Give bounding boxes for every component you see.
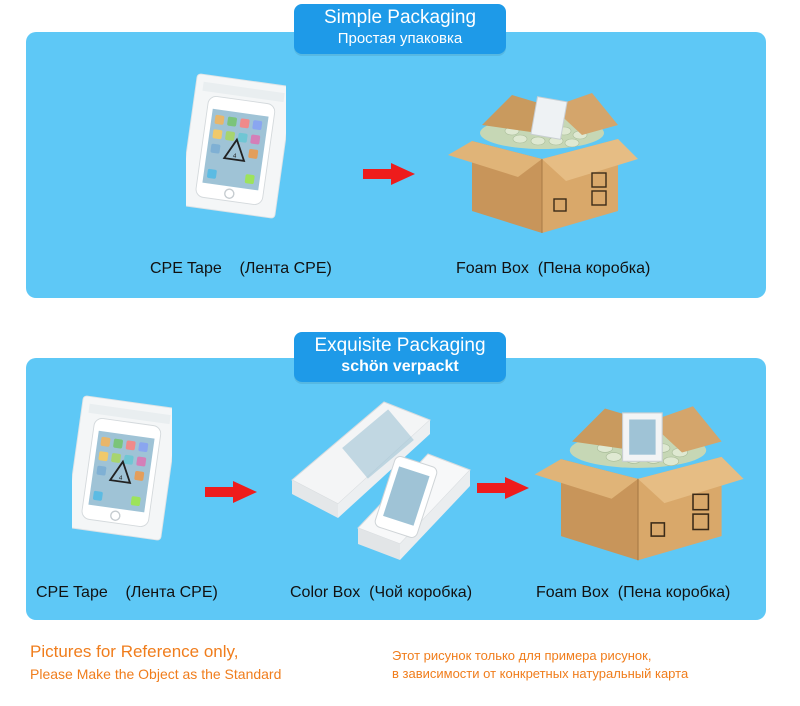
exquisite-title-en: Exquisite Packaging (314, 335, 486, 356)
exquisite-title-de: schön verpackt (341, 358, 459, 375)
foam-box-icon (442, 72, 642, 248)
exquisite-foam-caption: Foam Box (Пена коробка) (536, 584, 731, 601)
simple-packaging-title: Simple Packaging Простая упаковка (294, 4, 506, 54)
foam-box-icon (528, 390, 748, 570)
simple-cpe-caption: CPE Tape (Лента CPE) (150, 260, 332, 277)
phone-in-bag-icon (186, 72, 286, 220)
reference-note-en-body: Please Make the Object as the Standard (30, 666, 282, 682)
color-box-icon (291, 401, 471, 560)
simple-title-ru: Простая упаковка (337, 30, 463, 47)
arrow-right-icon (363, 163, 415, 185)
exquisite-packaging-title: Exquisite Packaging schön verpackt (294, 332, 506, 382)
simple-packaging-panel (26, 32, 766, 298)
arrow-right-icon (477, 477, 529, 499)
exquisite-cpe-caption: CPE Tape (Лента CPE) (36, 584, 218, 601)
arrow-right-icon (205, 481, 257, 503)
exquisite-color-caption: Color Box (Чой коробка) (290, 584, 473, 601)
reference-note-ru-title: Этот рисунок только для примера рисунок, (392, 648, 652, 663)
simple-title-en: Simple Packaging (323, 7, 477, 28)
reference-note-en-title: Pictures for Reference only, (30, 642, 239, 661)
reference-note-ru-body: в зависимости от конкретных натуральный … (392, 666, 689, 681)
phone-in-bag-icon (72, 394, 172, 542)
simple-foam-caption: Foam Box (Пена коробка) (456, 260, 651, 277)
